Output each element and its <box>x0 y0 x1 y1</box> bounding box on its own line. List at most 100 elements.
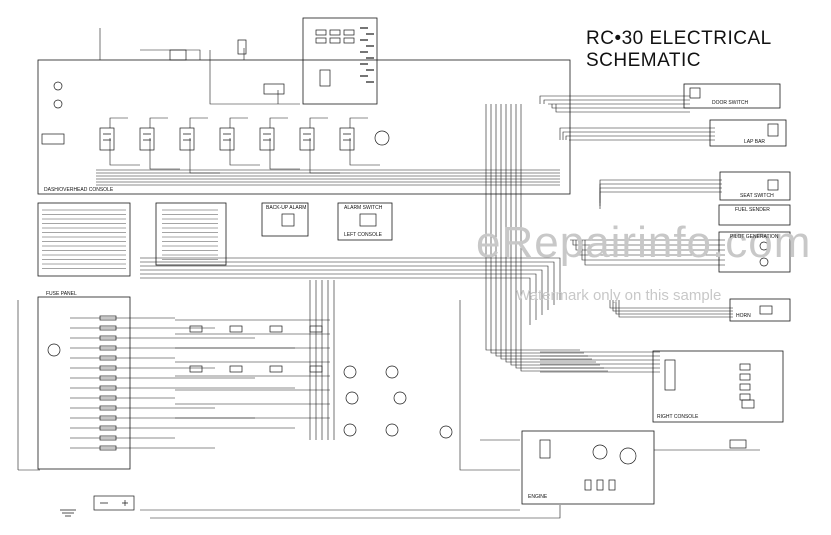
wire <box>551 104 690 109</box>
engine-sender <box>592 444 608 460</box>
component-symbols <box>41 27 779 517</box>
relay-block <box>189 365 203 373</box>
label-left-console: LEFT CONSOLE <box>344 232 382 238</box>
right-console-relay <box>741 399 755 409</box>
dash-gauge <box>374 130 390 146</box>
wire <box>149 138 180 170</box>
fuel-sender-box <box>718 204 791 226</box>
beacon-lamp <box>169 49 187 61</box>
fuse-panel-box <box>37 296 131 470</box>
wire <box>140 265 549 310</box>
wire <box>575 240 725 251</box>
switch-contact <box>263 133 271 141</box>
wire <box>539 95 690 104</box>
wire <box>459 300 520 471</box>
fuse <box>99 335 117 341</box>
wire <box>150 505 561 519</box>
wire <box>572 240 725 246</box>
indicator-lamp <box>53 99 63 109</box>
wire <box>609 300 733 309</box>
backup-alarm <box>281 213 295 227</box>
label-engine: ENGINE <box>528 494 548 500</box>
watermark-note: Watermark only on this sample <box>516 287 722 304</box>
fuse <box>99 405 117 411</box>
glow-plug <box>584 479 592 491</box>
wire <box>269 117 288 128</box>
wire <box>140 269 543 315</box>
fuse <box>99 375 117 381</box>
wire <box>500 104 592 360</box>
wire <box>555 104 690 113</box>
pilot-generator-coil <box>759 241 769 251</box>
wire <box>559 127 715 140</box>
right-console-connector <box>739 383 751 391</box>
label-pilot-generation: PILOT GENERATION <box>730 234 779 240</box>
relay-coil <box>393 391 407 405</box>
console-switch <box>139 127 155 151</box>
wire <box>229 138 260 166</box>
console-switch <box>179 127 195 151</box>
fuse <box>99 385 117 391</box>
wire <box>599 179 722 200</box>
engine-box <box>521 430 655 505</box>
wire <box>485 104 580 351</box>
harness-connector <box>343 37 355 44</box>
right-console-connector <box>739 363 751 371</box>
alternator-connector <box>729 439 747 449</box>
fuse <box>99 345 117 351</box>
fuse <box>99 315 117 321</box>
wire <box>599 183 722 203</box>
label-seat-switch: SEAT SWITCH <box>740 193 774 199</box>
legend-table-box <box>37 202 131 277</box>
harness-connector <box>329 29 341 36</box>
wire <box>309 138 340 174</box>
fuse <box>99 415 117 421</box>
switch-contact <box>343 133 351 141</box>
wire <box>209 50 300 105</box>
relay-block <box>309 325 323 333</box>
fuse <box>99 325 117 331</box>
label-alarm-switch: ALARM SWITCH <box>344 205 383 211</box>
left-console-box <box>337 202 393 241</box>
relay-coil <box>439 425 453 439</box>
dash-meter <box>41 133 65 145</box>
right-console-connector <box>739 373 751 381</box>
right-console-connector <box>739 393 751 401</box>
wire <box>140 49 201 60</box>
top-relay <box>263 83 285 95</box>
wire <box>349 117 368 128</box>
harness-connector <box>315 37 327 44</box>
wire <box>189 138 220 174</box>
right-console-box <box>652 350 784 423</box>
wire <box>565 135 715 140</box>
section-boxes <box>37 17 791 505</box>
wire <box>520 104 608 372</box>
console-switch <box>259 127 275 151</box>
console-switch <box>339 127 355 151</box>
wire <box>109 117 128 128</box>
horn-component <box>759 305 773 315</box>
dash-console-box <box>37 59 571 195</box>
glow-plug <box>608 479 616 491</box>
wire <box>543 99 690 104</box>
wire <box>189 117 208 128</box>
relay-block <box>309 365 323 373</box>
backup-alarm-box <box>261 202 309 237</box>
fuse <box>99 395 117 401</box>
lap-bar-box <box>709 119 787 147</box>
console-switch <box>299 127 315 151</box>
harness-connector <box>329 37 341 44</box>
switch-contact <box>223 133 231 141</box>
wire <box>140 261 555 305</box>
label-dash-console: DASH/OVERHEAD CONSOLE <box>44 187 114 193</box>
wire <box>490 104 584 354</box>
label-fuse-panel: FUSE PANEL <box>46 291 77 297</box>
wire <box>140 257 561 300</box>
wire <box>562 131 715 140</box>
console-switch <box>99 127 115 151</box>
relay-block <box>229 325 243 333</box>
battery-terminals <box>100 500 128 506</box>
relay-block <box>229 365 243 373</box>
wire <box>109 138 140 166</box>
